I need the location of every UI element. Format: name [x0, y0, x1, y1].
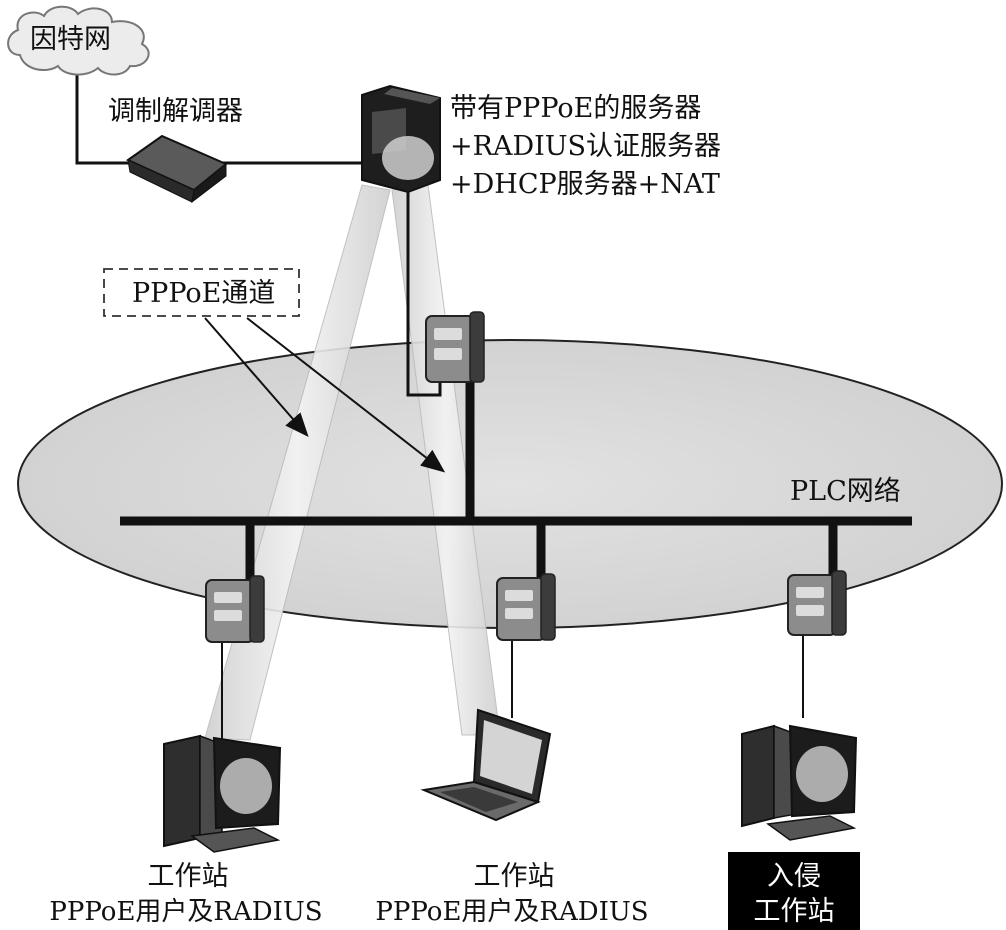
- server-label-line1: 带有PPPoE的服务器: [450, 93, 701, 124]
- ws3-label-line1: 入侵: [767, 861, 821, 892]
- plc-network-label: PLC网络: [790, 476, 901, 507]
- intruder-label-box: [728, 852, 860, 930]
- internet-label: 因特网: [30, 24, 111, 55]
- plc-adapter-icon: [205, 575, 265, 643]
- plc-adapter-icon: [425, 311, 485, 383]
- tunnel-arrow-left: [204, 317, 309, 438]
- desktop-pc-icon: [163, 734, 282, 853]
- ws1-label-line2: PPPoE用户及RADIUS: [49, 897, 322, 927]
- ws1-label-line1: 工作站: [148, 861, 229, 892]
- laptop-icon: [420, 708, 552, 822]
- tunnel-label: PPPoE通道: [132, 278, 275, 309]
- modem-icon: [125, 134, 228, 204]
- server-adapter-wire: [406, 190, 442, 397]
- tunnel-arrow-right: [246, 317, 446, 473]
- server-label-line3: +DHCP服务器+NAT: [450, 169, 720, 200]
- internet-modem-wire: [75, 55, 138, 165]
- cloud-icon: [7, 5, 150, 76]
- server-icon: [361, 84, 441, 194]
- ws2-label-line2: PPPoE用户及RADIUS: [375, 897, 648, 927]
- plc-adapter-icon: [787, 570, 847, 636]
- ws2-label-line1: 工作站: [474, 861, 555, 892]
- tunnel-label-box: [103, 268, 300, 317]
- plc-adapter-icon: [496, 573, 556, 641]
- modem-label: 调制解调器: [108, 96, 243, 127]
- ws3-label-line2: 工作站: [754, 896, 835, 927]
- server-label-line2: +RADIUS认证服务器: [450, 131, 721, 162]
- desktop-pc-icon: [741, 724, 858, 841]
